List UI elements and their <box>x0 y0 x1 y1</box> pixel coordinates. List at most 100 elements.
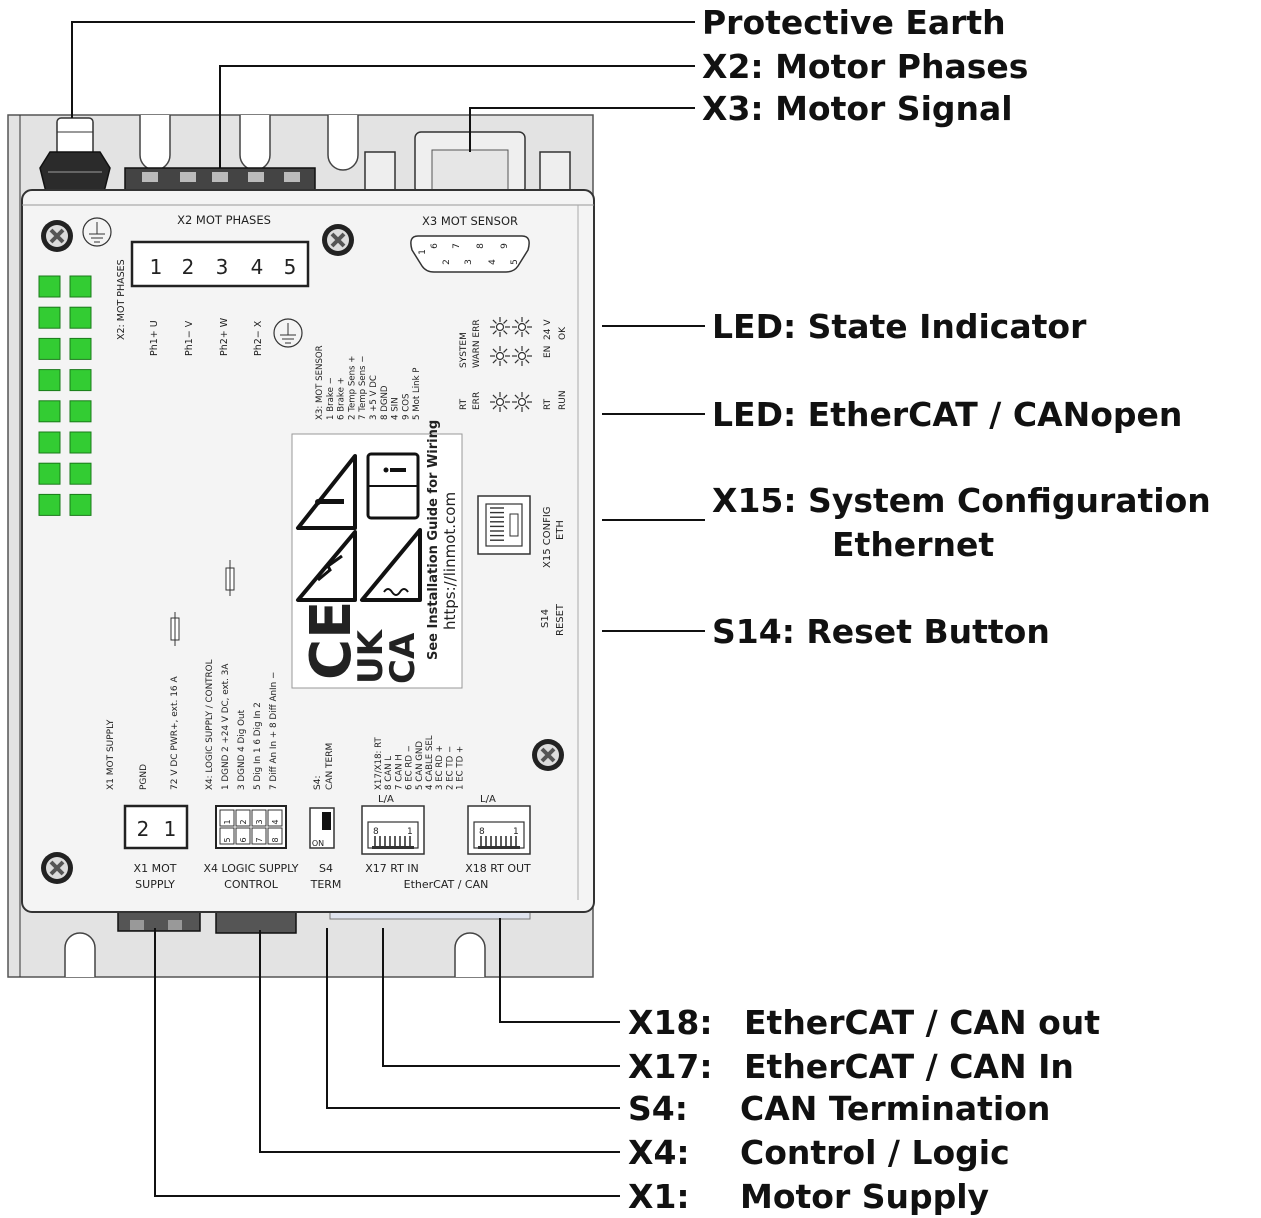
warning-label: CE UK CA See Installation Guide for Wiri… <box>291 420 463 689</box>
ukca-mark-ca: CA <box>383 632 423 684</box>
x18-pin-label: 8 <box>479 827 485 837</box>
callout-labels: Protective Earth X2: Motor Phases X3: Mo… <box>628 3 1211 1216</box>
led-light-icon <box>512 317 532 337</box>
green-vent-block <box>38 431 61 454</box>
x4-pinout-line: X4: LOGIC SUPPLY / CONTROL <box>205 659 215 790</box>
callout-x17-id: X17: <box>628 1047 713 1086</box>
x2-pin: 1 <box>150 255 163 279</box>
x2-phase-label: Ph2− X <box>253 320 264 356</box>
callout-x4-desc: Control / Logic <box>740 1133 1010 1172</box>
x2-pin: 4 <box>251 255 264 279</box>
cooling-vent-grid <box>38 275 92 516</box>
leader-lines <box>71 21 705 1197</box>
led-light-icon <box>490 392 510 412</box>
x3-pinout-line: 4 SIN <box>391 397 401 420</box>
x4-fuse <box>225 560 235 596</box>
x4-pin: 7 <box>255 837 264 842</box>
green-vent-block <box>69 400 92 423</box>
green-vent-block <box>69 462 92 485</box>
x2-title: X2 MOT PHASES <box>177 213 271 227</box>
led-rt-label: RT <box>459 398 469 410</box>
callout-led-state: LED: State Indicator <box>712 307 1087 346</box>
callout-s4-desc: CAN Termination <box>740 1089 1050 1128</box>
x17-pinout-line: 2 EC TD − <box>445 746 455 790</box>
warning-triangle-icon <box>296 454 357 530</box>
x3-connector: X3 MOT SENSOR 1 6 7 8 9 2 3 4 5 <box>410 214 530 273</box>
callout-x17-desc: EtherCAT / CAN In <box>744 1047 1074 1086</box>
green-vent-block <box>38 337 61 360</box>
x3-pinout-line: 3 +5 V DC <box>369 375 379 420</box>
x3-title: X3 MOT SENSOR <box>422 214 518 228</box>
s4-bottom-label: TERM <box>310 878 342 891</box>
x2-phase-label: Ph2+ W <box>219 317 230 356</box>
led-system-label: SYSTEM <box>459 332 469 368</box>
x17-pinout-line: 1 EC TD + <box>456 746 466 790</box>
x3-pin: 6 <box>430 243 440 249</box>
x3-pinout-line: 5 Mot Link P <box>412 368 422 421</box>
s4-can-term-label: CAN TERM <box>325 743 335 790</box>
green-vent-block <box>69 306 92 329</box>
callout-x15: X15: System Configuration <box>712 481 1211 520</box>
x1-connector: 2 1 X1 MOT SUPPLY <box>123 804 189 891</box>
x15-eth-label: ETH <box>555 520 566 540</box>
x3-pinout-line: 8 DGND <box>380 385 390 420</box>
led-light-icon <box>490 317 510 337</box>
led-24v-label: 24 V <box>543 319 553 340</box>
x4-pin: 4 <box>271 819 280 824</box>
green-vent-block <box>38 369 61 392</box>
x17-bottom-label: X17 RT IN <box>365 862 419 875</box>
screw-icon <box>41 852 73 884</box>
hot-surface-icon <box>360 528 422 602</box>
x1-pinout-text: X1 MOT SUPPLY PGND 72 V DC PWR+, ext. 16… <box>106 612 180 790</box>
callout-protective-earth: Protective Earth <box>702 3 1006 42</box>
led-light-icon <box>512 346 532 366</box>
x18-rj45-port: L/A 8 1 X18 RT OUT <box>465 794 531 875</box>
x1-pgnd-label: PGND <box>139 764 149 790</box>
callout-s14: S14: Reset Button <box>712 612 1050 651</box>
callout-x18-desc: EtherCAT / CAN out <box>744 1003 1100 1042</box>
s4-side-label: S4: <box>313 776 323 790</box>
x4-pin: 5 <box>223 837 232 842</box>
x2-pin: 3 <box>216 255 229 279</box>
manual-book-icon <box>366 452 420 520</box>
x17-la-label: L/A <box>378 794 394 805</box>
x18-bottom-label: X18 RT OUT <box>465 862 531 875</box>
x3-pin: 7 <box>452 243 462 249</box>
screw-icon <box>322 224 354 256</box>
x3-pinout-line: 7 Temp Sens − <box>358 356 368 420</box>
x1-pwr-label: 72 V DC PWR+, ext. 16 A <box>170 675 180 790</box>
x15-ethernet-port: X15 CONFIG ETH <box>477 495 566 568</box>
x4-pin: 3 <box>255 819 264 824</box>
x2-connector: X2 MOT PHASES 1 2 3 4 5 <box>130 213 310 288</box>
linmot-url-text: https://linmot.com <box>441 492 459 630</box>
x3-pinout-line: 2 Temp Sens + <box>347 356 357 420</box>
s14-label: S14 <box>540 609 551 628</box>
s4-on-label: ON <box>312 839 324 848</box>
led-warn-err-label: WARN ERR <box>472 319 482 368</box>
electric-hazard-icon <box>296 530 357 602</box>
callout-x4-id: X4: <box>628 1133 690 1172</box>
green-vent-block <box>69 275 92 298</box>
callout-x2: X2: Motor Phases <box>702 47 1028 86</box>
x3-pinout-line: 6 Brake + <box>337 377 347 420</box>
x3-pinout-line: 1 Brake − <box>326 377 336 420</box>
led-run-label: RUN <box>558 390 568 410</box>
x3-pin: 4 <box>488 259 498 265</box>
s14-reset-label: RESET <box>555 603 566 636</box>
x2-phase-label: Ph1− V <box>184 320 195 356</box>
green-vent-block <box>69 431 92 454</box>
callout-x3: X3: Motor Signal <box>702 89 1013 128</box>
ethercat-bottom-label: EtherCAT / CAN <box>404 878 489 891</box>
x2-side-label: X2: MOT PHASES <box>116 259 127 340</box>
x3-pin: 5 <box>510 259 520 265</box>
ground-symbol-icon <box>273 318 303 348</box>
x4-pinout-line: 3 DGND 4 Dig Out <box>237 709 247 790</box>
x4-pin: 8 <box>271 837 280 842</box>
callout-x1-desc: Motor Supply <box>740 1177 989 1216</box>
green-vent-block <box>69 493 92 516</box>
led-ok-label: OK <box>558 326 568 340</box>
led-light-icons <box>490 317 532 412</box>
green-vent-block <box>38 400 61 423</box>
